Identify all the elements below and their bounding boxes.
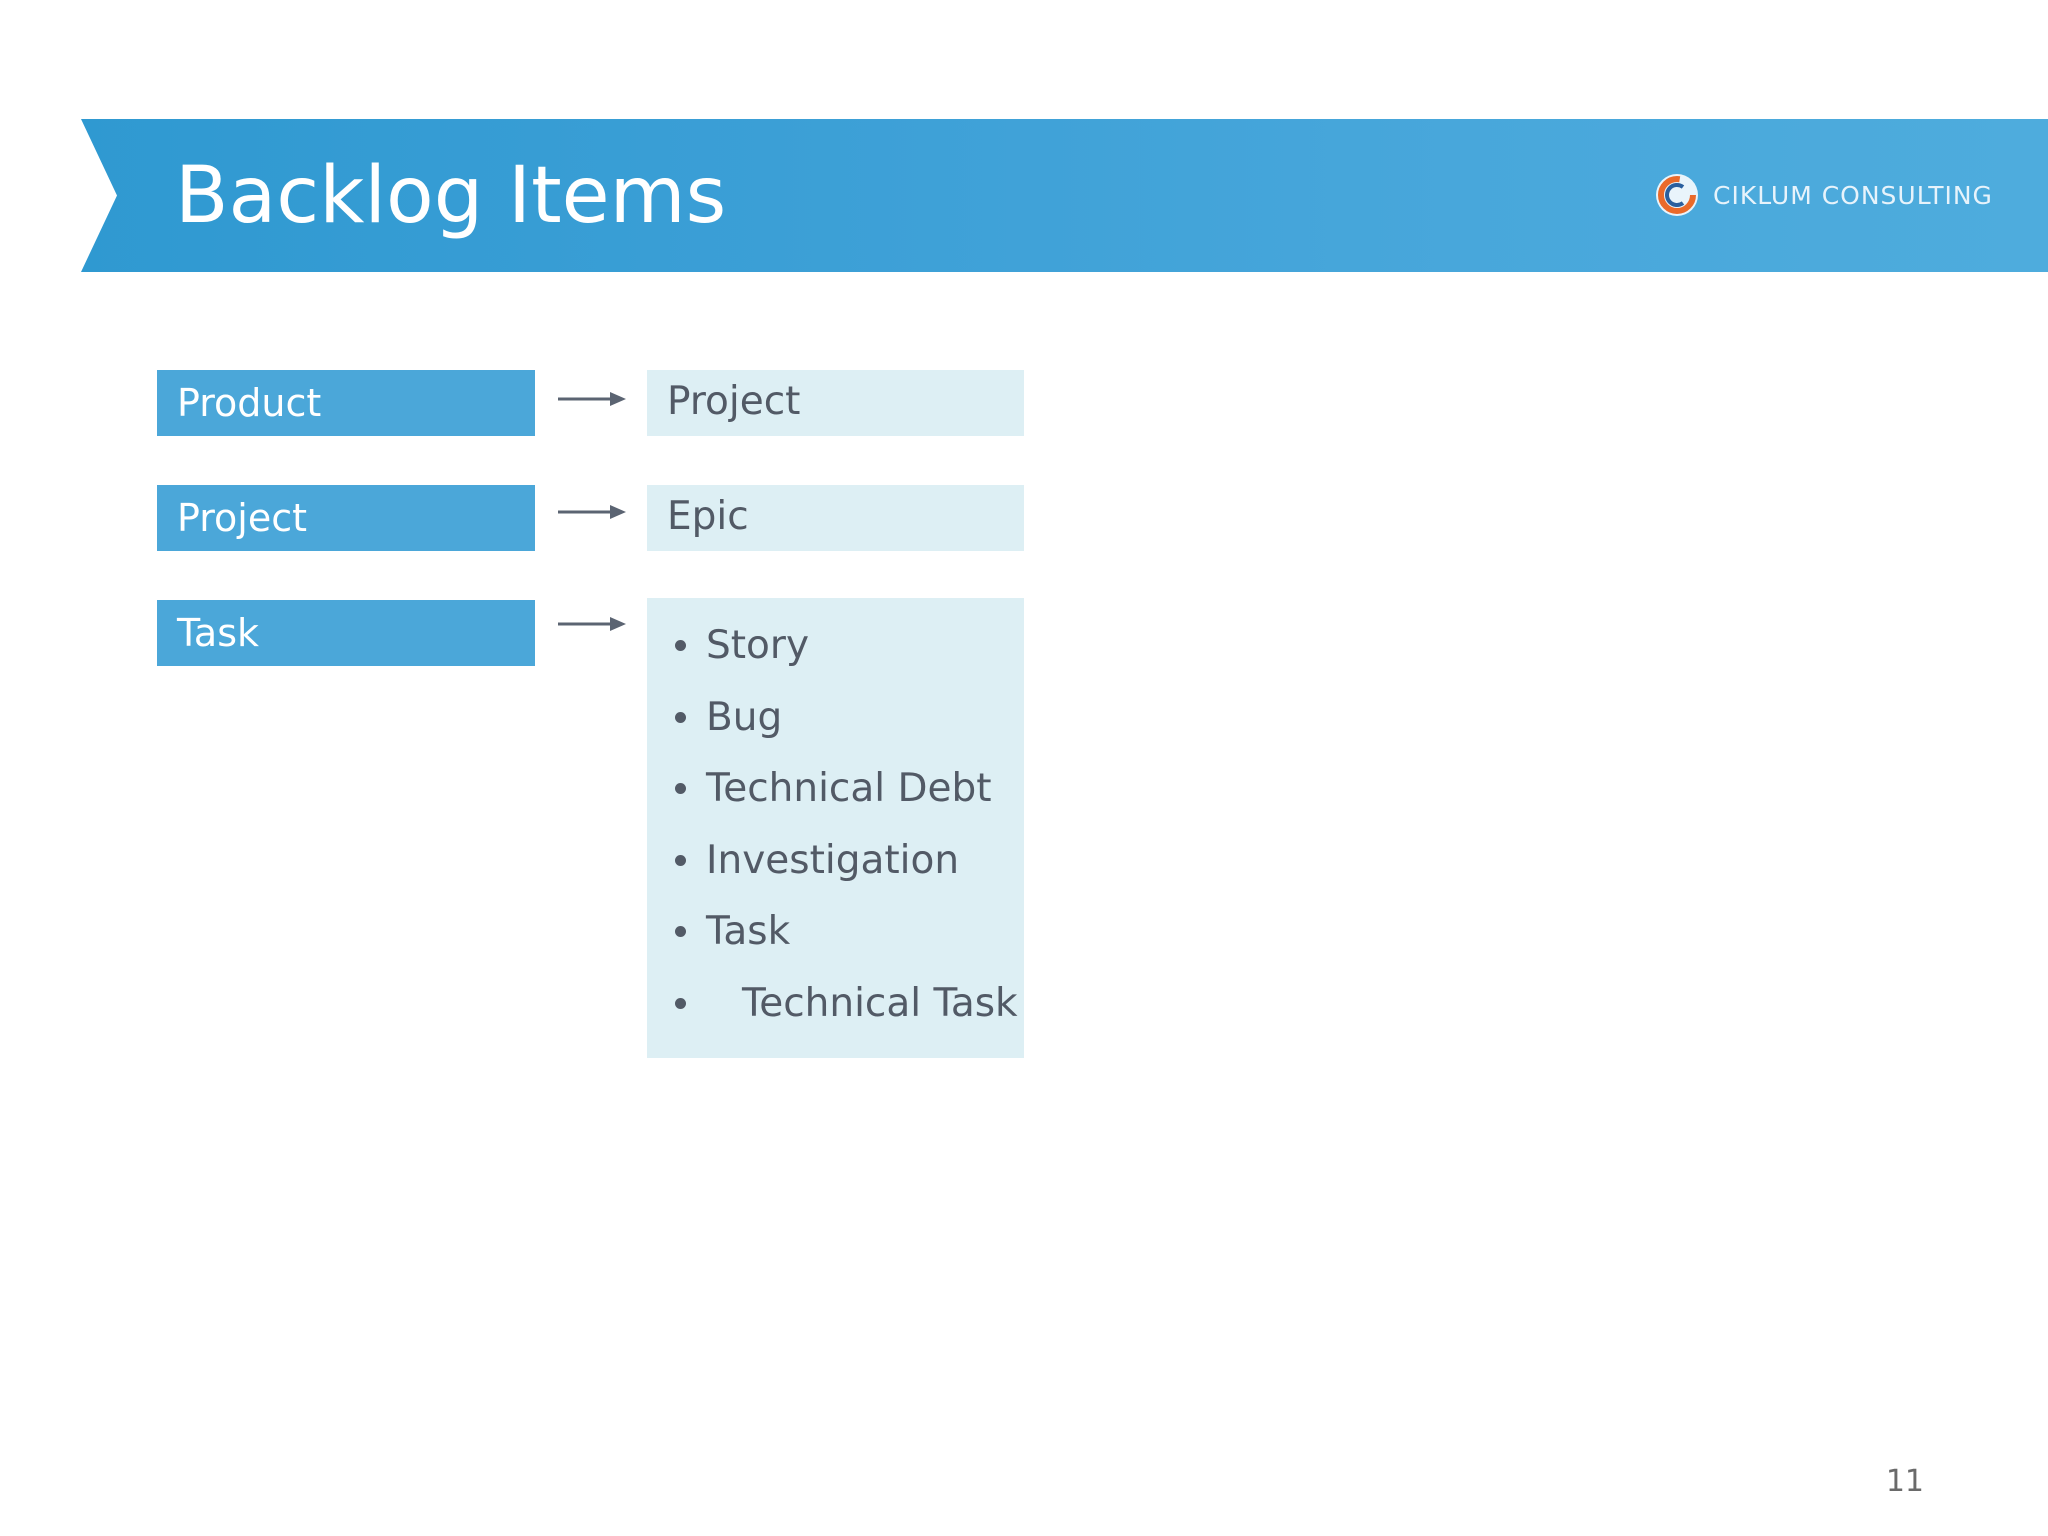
- list-item: Task: [675, 896, 1024, 968]
- header-band: [81, 119, 2048, 272]
- list-item-label: Technical Task: [742, 980, 1018, 1026]
- arrow-icon: [558, 617, 626, 631]
- list-item: Investigation: [675, 825, 1024, 897]
- bullet-icon: [675, 711, 686, 723]
- bullet-icon: [675, 997, 686, 1009]
- source-box-task: Task: [157, 600, 535, 666]
- source-box-product: Product: [157, 370, 535, 436]
- bullet-icon: [675, 640, 686, 652]
- ciklum-logo-icon: [1656, 174, 1698, 216]
- target-box-epic: Epic: [647, 485, 1024, 551]
- target-box-task-types: Story Bug Technical Debt Investigation T…: [647, 598, 1024, 1058]
- bullet-icon: [675, 783, 686, 795]
- brand: CIKLUM CONSULTING: [1655, 173, 1993, 217]
- arrow-icon: [558, 505, 626, 519]
- list-item: Story: [675, 610, 1024, 682]
- arrow-icon: [558, 392, 626, 406]
- list-item-label: Bug: [706, 694, 783, 740]
- slide-title: Backlog Items: [175, 151, 727, 241]
- source-box-project: Project: [157, 485, 535, 551]
- list-item-label: Task: [706, 909, 791, 955]
- target-box-project: Project: [647, 370, 1024, 436]
- list-item-label: Story: [706, 623, 810, 669]
- list-item: Technical Debt: [675, 753, 1024, 825]
- brand-name: CIKLUM CONSULTING: [1713, 180, 1993, 210]
- bullet-icon: [675, 854, 686, 866]
- bullet-icon: [675, 926, 686, 938]
- list-item-label: Investigation: [706, 837, 960, 883]
- page-number: 11: [1885, 1464, 1924, 1499]
- list-item: Bug: [675, 682, 1024, 754]
- list-item-label: Technical Debt: [706, 766, 992, 812]
- list-item: Technical Task: [675, 968, 1024, 1040]
